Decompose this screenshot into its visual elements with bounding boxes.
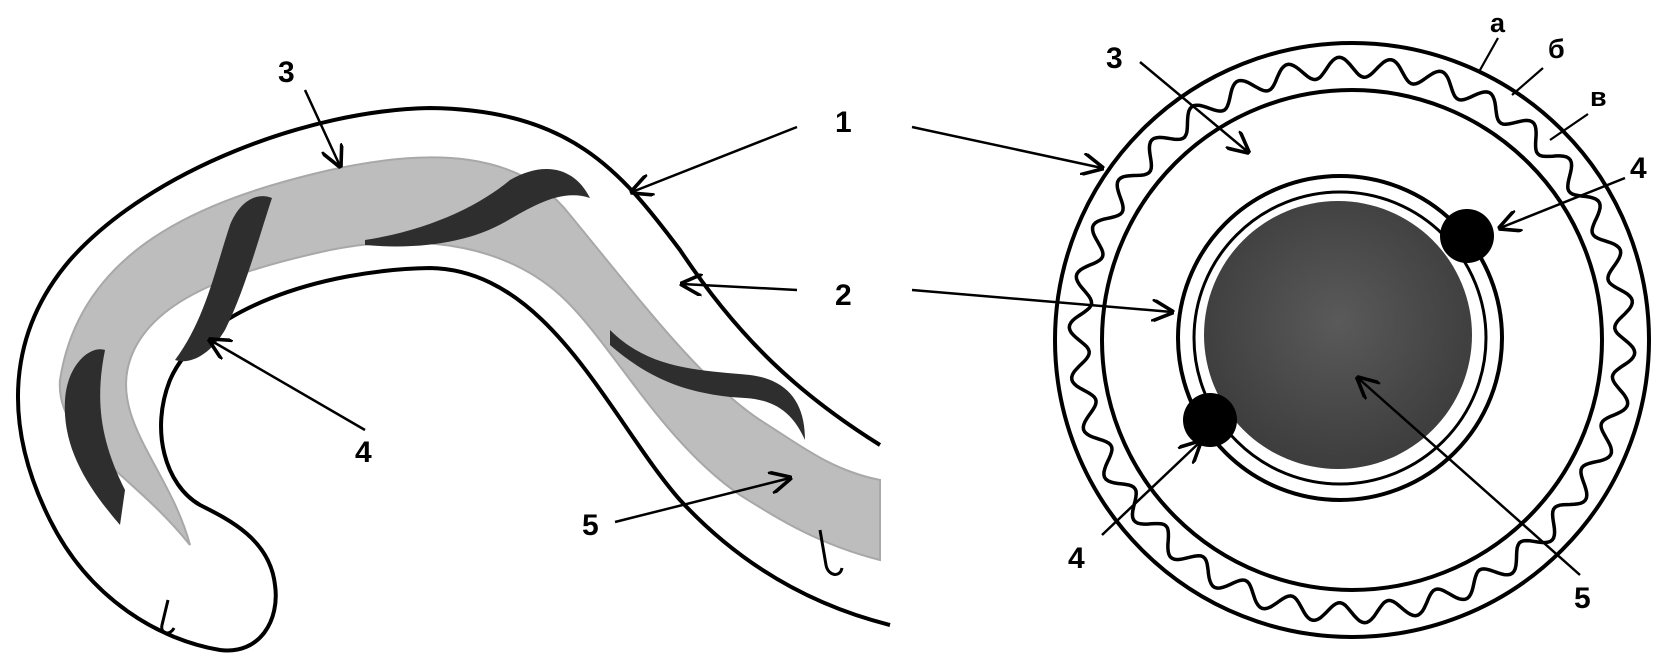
- arrow-2-left: [682, 284, 797, 290]
- tail-hook-left: [162, 600, 174, 633]
- label-cross-4-upper: 4: [1630, 152, 1647, 185]
- label-cross-5: 5: [1574, 582, 1591, 615]
- arrow-2-right: [912, 290, 1172, 312]
- label-cross-4-lower: 4: [1068, 542, 1085, 575]
- arrow-longitudinal-3: [305, 90, 340, 166]
- label-longitudinal-5: 5: [582, 509, 599, 542]
- label-longitudinal-4: 4: [355, 436, 372, 469]
- arrow-cross-4-upper: [1500, 178, 1625, 228]
- label-2: 2: [835, 279, 852, 312]
- cross-section-view: а б в 3 4 4 5: [1055, 8, 1649, 637]
- arrow-1-left: [632, 127, 797, 192]
- label-layer-b: б: [1548, 34, 1565, 64]
- label-longitudinal-3: 3: [278, 56, 295, 89]
- arrow-1-right: [912, 127, 1102, 168]
- label-layer-a: а: [1490, 8, 1506, 38]
- shared-labels: 1 2: [632, 106, 1172, 312]
- intestine-content: [1204, 201, 1472, 469]
- gonad-section-upper: [1440, 209, 1494, 263]
- arrow-longitudinal-4: [210, 340, 365, 430]
- label-1: 1: [835, 106, 852, 139]
- arrow-layer-b: [1512, 68, 1543, 95]
- arrow-layer-a: [1480, 38, 1498, 70]
- longitudinal-view: 3 4 5: [18, 56, 890, 650]
- gonad-section-lower: [1183, 393, 1237, 447]
- label-layer-v: в: [1590, 82, 1607, 112]
- label-cross-3: 3: [1106, 42, 1123, 75]
- arrow-cross-4-lower: [1102, 442, 1200, 535]
